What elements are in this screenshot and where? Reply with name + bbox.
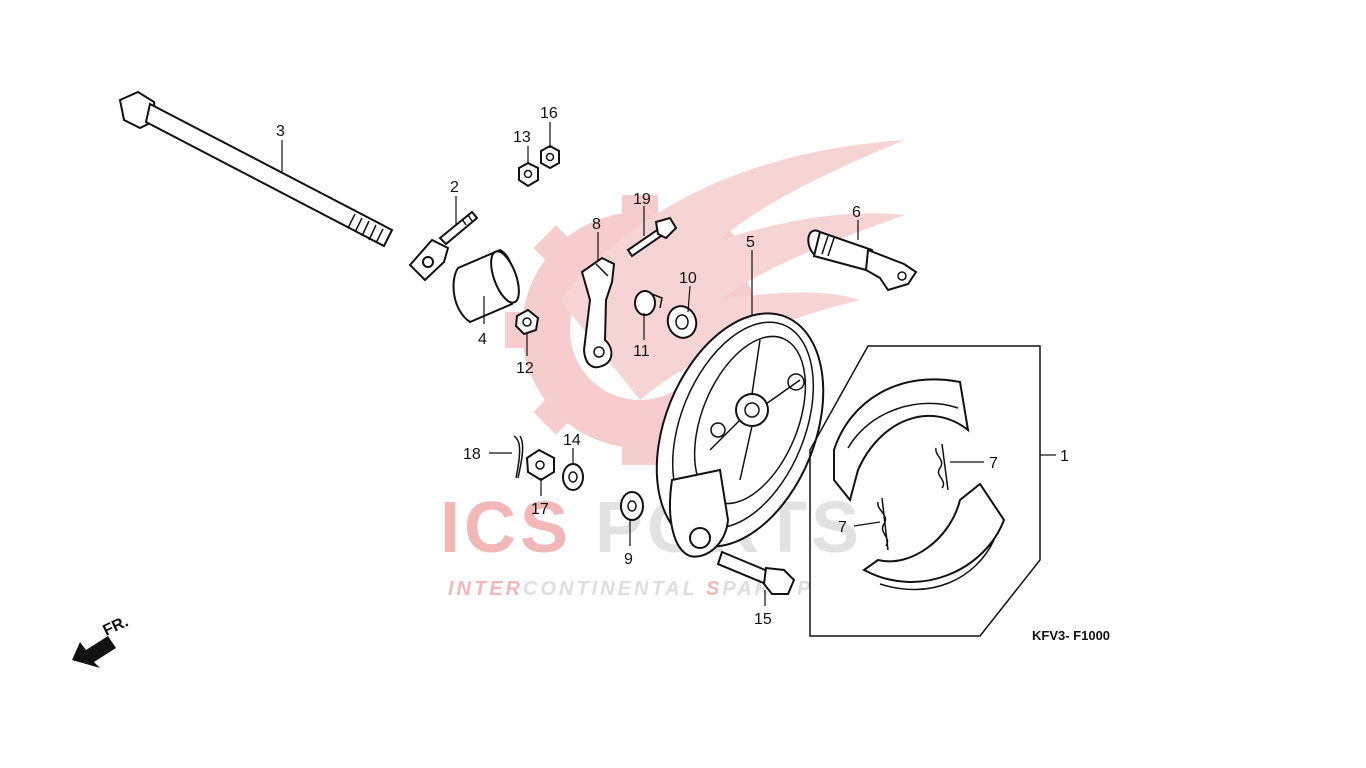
part-1-brake-shoes: [809, 345, 1041, 637]
callout-12: 12: [516, 360, 534, 377]
callout-15: 15: [754, 611, 772, 628]
part-8-brake-arm: [580, 256, 616, 369]
callout-5: 5: [746, 234, 755, 251]
part-12-nut: [514, 308, 540, 336]
callout-19: 19: [633, 191, 651, 208]
wing-logo-icon: [560, 140, 905, 400]
watermark-brand-red: ICS: [440, 488, 572, 568]
callout-6: 6: [852, 204, 861, 221]
callout-13: 13: [513, 129, 531, 146]
callout-1: 1: [1060, 448, 1069, 465]
callout-labels: 1 2 3 4 5 6 7 7 8 9 10 11 12 13 14 15 16…: [276, 105, 1069, 628]
tagline-part-2: CONTINENTAL: [523, 578, 706, 600]
part-17-nut: [525, 448, 555, 482]
callout-17: 17: [531, 501, 549, 518]
part-6-brake-cam: [807, 229, 918, 292]
leader-lines: [281, 122, 1056, 606]
part-2-adjuster: [408, 210, 479, 282]
callout-2: 2: [450, 179, 459, 196]
callout-7a: 7: [989, 455, 998, 472]
part-19-bolt: [626, 216, 678, 258]
callout-11: 11: [633, 343, 650, 360]
callout-9: 9: [624, 551, 633, 568]
part-16-nut: [540, 144, 560, 170]
tagline-part-3: S: [706, 578, 722, 600]
direction-label: FR.: [101, 613, 132, 639]
callout-4: 4: [478, 331, 487, 348]
part-11-indicator: [634, 290, 663, 316]
diagram-code: KFV3- F1000: [1032, 628, 1110, 643]
part-18-pin: [513, 435, 524, 479]
part-15-bolt: [716, 550, 796, 595]
part-13-nut: [518, 161, 539, 188]
part-9-seal: [620, 491, 644, 521]
part-4-collar: [452, 248, 520, 324]
part-3-axle: [118, 90, 394, 248]
callout-14: 14: [563, 432, 581, 449]
fr-direction-arrow: FR.: [72, 613, 131, 668]
callout-18: 18: [463, 446, 481, 463]
callout-16: 16: [540, 105, 558, 122]
part-14-washer: [562, 463, 584, 491]
callout-7b: 7: [838, 519, 847, 536]
callout-10: 10: [679, 270, 697, 287]
callout-8: 8: [592, 216, 601, 233]
callout-3: 3: [276, 123, 285, 140]
part-5-brake-panel: [655, 312, 825, 558]
part-10-seal: [666, 305, 698, 339]
tagline-part-1: INTER: [448, 578, 523, 600]
